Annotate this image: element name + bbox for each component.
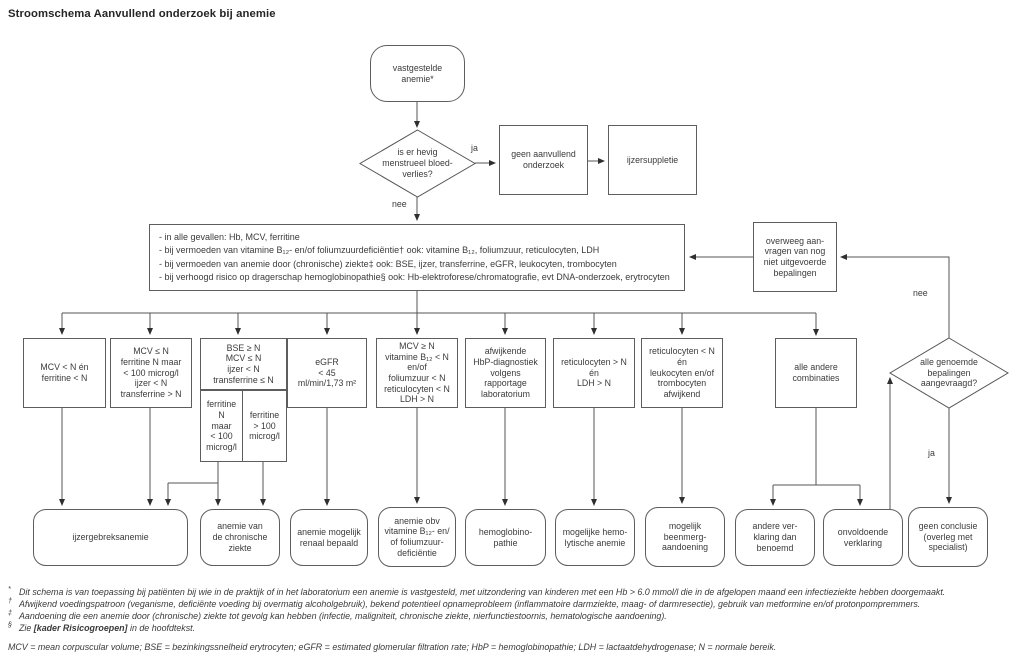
node-cond-bse: BSE ≥ N MCV ≤ N ijzer < N transferrine ≤… (200, 338, 287, 390)
footnote-4-text-pre: Zie (19, 623, 34, 633)
node-iron-suppletion: ijzersuppletie (608, 125, 697, 195)
footnote-1: * Dit schema is van toepassing bij patiën… (8, 584, 945, 597)
footnote-4-text-post: in de hoofdtekst. (127, 623, 196, 633)
node-cond-b12-folium: MCV ≥ N vitamine B₁₂ < N en/of foliumzuu… (376, 338, 458, 408)
decision-all-ordered-diamond (889, 337, 1009, 409)
node-cond-hbp-diagnostics: afwijkende HbP-diagnostiek volgens rappo… (465, 338, 546, 408)
node-result-hemoglobinopathy: hemoglobino- pathie (465, 509, 546, 566)
node-result-bone-marrow: mogelijk beenmerg- aandoening (645, 507, 725, 567)
node-cond-mcv-ferritine: MCV < N én ferritine < N (23, 338, 106, 408)
node-consider-order: overweeg aan- vragen van nog niet uitgev… (753, 222, 837, 292)
flow-lines (59, 102, 1009, 509)
edge-label-nee-right: nee (913, 288, 928, 298)
footnote-2-text: Afwijkend voedingspatroon (veganisme, de… (19, 599, 921, 609)
footnote-3-marker: ‡ (8, 608, 12, 617)
node-result-chronic-disease: anemie van de chronische ziekte (200, 509, 280, 566)
node-result-insufficient-explanation: onvoldoende verklaring (823, 509, 903, 566)
node-result-b12-folium: anemie obv vitamine B₁₂- en/ of foliumzu… (378, 507, 456, 567)
edge-label-ja-top: ja (471, 143, 478, 153)
node-cond-reticulocytes-high: reticulocyten > N én LDH > N (553, 338, 635, 408)
node-result-renal: anemie mogelijk renaal bepaald (290, 509, 368, 566)
node-cond-bse-ferritine-high: ferritine > 100 microg/l (242, 390, 287, 462)
decision-all-ordered-label: alle genoemde bepalingen aangevraagd? (920, 356, 978, 389)
footnote-4-text-bold: [kader Risicogroepen] (33, 623, 128, 633)
node-cond-egfr: eGFR < 45 ml/min/1,73 m² (287, 338, 367, 408)
footnote-2-marker: † (8, 596, 12, 605)
footnote-1-marker: * (8, 584, 11, 593)
page-title: Stroomschema Aanvullend onderzoek bij an… (8, 8, 276, 20)
footnote-3-text: Aandoening die een anemie door (chronisc… (19, 611, 667, 621)
node-cond-mcv-le: MCV ≤ N ferritine N maar < 100 microg/l … (110, 338, 192, 408)
edge-label-nee-top: nee (392, 199, 407, 209)
node-lab-panel: - in alle gevallen: Hb, MCV, ferritine -… (149, 224, 685, 291)
node-result-iron-deficiency: ijzergebreksanemie (33, 509, 188, 566)
decision-menstrual-diamond (359, 129, 476, 198)
footnote-4-marker: § (8, 620, 12, 629)
node-result-no-conclusion: geen conclusie (overleg met specialist) (908, 507, 988, 567)
node-result-hemolytic: mogelijke hemo- lytische anemie (555, 509, 635, 566)
abbreviations-legend: MCV = mean corpuscular volume; BSE = bez… (8, 642, 777, 652)
footnote-2: † Afwijkend voedingspatroon (veganisme, d… (8, 596, 920, 609)
decision-menstrual-label: is er hevig menstrueel bloed- verlies? (382, 147, 453, 179)
footnote-4: § Zie [kader Risicogroepen] in de hoofdte… (8, 620, 195, 633)
footnote-3: ‡ Aandoening die een anemie door (chronis… (8, 608, 667, 621)
node-result-other-explanation: andere ver- klaring dan benoemd (735, 509, 815, 566)
footnote-1-text: Dit schema is van toepassing bij patiënt… (19, 587, 946, 597)
node-cond-other-combinations: alle andere combinaties (775, 338, 857, 408)
node-no-additional-research: geen aanvullend onderzoek (499, 125, 588, 195)
node-cond-bse-ferritine-low: ferritine N maar < 100 microg/l (200, 390, 243, 462)
edge-label-ja-right: ja (928, 448, 935, 458)
node-start-anemia: vastgestelde anemie* (370, 45, 465, 102)
node-cond-reticulocytes-low: reticulocyten < N én leukocyten en/of tr… (641, 338, 723, 408)
